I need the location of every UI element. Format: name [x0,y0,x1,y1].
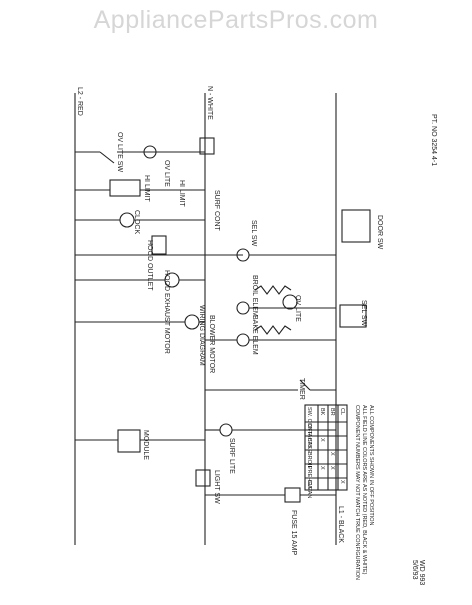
table-row: CLEAN [306,480,312,498]
wd-code-label: WD 993 [418,560,425,585]
clock-label: CLOCK [133,210,140,234]
table-cell: X [319,466,325,470]
surface-control-icon [199,137,215,155]
selector-switch-2-label: SEL SW [360,300,367,327]
table-row: PREHEAT [306,466,312,492]
table-header-1: BK [319,408,325,416]
oven-lite-icon [143,145,157,159]
hood-exhaust-motor-label: HOOD EXHAUST MOTOR [163,270,170,354]
fuse-icon [284,487,301,503]
table-note: ALL FIELD LINE COLORS ARE AS NOTED (RED,… [361,405,367,575]
date-code-label: 5/6/93 [411,560,418,580]
light-switch-icon [195,469,211,487]
hood-outlet-icon [151,235,167,255]
selector-switch-label: SEL SW [250,220,257,247]
wiring-diagram: WIRING DIAGRAM PT. NO 3254 4-1 5/6/93 WD… [0,40,472,600]
table-row: OFF [306,424,312,436]
blower-motor-icon [184,314,200,330]
rail-l1-label: L1 - BLACK [337,506,344,543]
module-icon [117,429,141,453]
selector-switch-2-icon [339,304,367,328]
wiring-schematic: WIRING DIAGRAM PT. NO 3254 4-1 5/6/93 WD… [74,86,437,585]
table-note: ALL COMPONENTS SHOWN IN OFF POSITION [368,405,374,526]
surface-lite-icon [219,423,233,437]
bake-element-label: BAKE ELEM [251,315,258,355]
contact-table-frame [304,404,348,491]
module-label: MODULE [142,430,149,460]
table-note: COMPONENT NUMBERS MAY NOT MATCH TRUE CON… [354,405,360,580]
surface-control-label: SURF CONT [213,190,220,232]
table-header-0: SW. CONTACTS [306,407,312,449]
timer-label: TIMER [298,378,305,400]
part-number-label: PT. NO 3254 4-1 [430,114,437,166]
broil-element-label: BROIL ELEM [251,275,258,317]
table-row: BROIL [306,452,312,469]
rail-l2-label: L2 - RED [76,87,83,116]
clock-icon [119,212,135,228]
oven-lamp-icon [282,294,298,310]
rail-neutral-label: N - WHITE [206,86,213,120]
hood-outlet-label: HOOD OUTLET [146,240,153,291]
table-header-3: CL [339,408,345,415]
table-cell: X [319,438,325,442]
hi-limit-label: HI LIMIT [143,175,150,203]
oven-lamp-label: OV LITE [294,295,301,322]
door-switch-label: DOOR SW [376,215,383,250]
watermark-header: AppliancePartsPros.com [0,0,472,40]
surface-lite-label: SURF LITE [228,438,235,474]
table-cell: X [329,452,335,456]
broil-element-icon [254,285,292,295]
table-row: BAKE [306,438,312,453]
blower-motor-label: BLOWER MOTOR [208,315,215,373]
watermark-text: AppliancePartsPros.com [93,5,379,34]
hi-limit-2-label: HI LIMIT [178,180,185,208]
table-cell: X [329,466,335,470]
light-switch-label: LIGHT SW [213,470,220,504]
hi-limit-icon [109,179,141,197]
fuse-label: FUSE 15 AMP [290,510,297,555]
oven-lite-switch-label: OV LITE SW [116,132,123,172]
bake-element-icon [254,325,292,335]
table-cell: X [339,480,345,484]
oven-lite-label: OV LITE [163,160,170,187]
table-header-2: BR [329,408,335,416]
selector-switch-icon [341,209,371,243]
diagram-title: WIRING DIAGRAM [198,305,205,366]
